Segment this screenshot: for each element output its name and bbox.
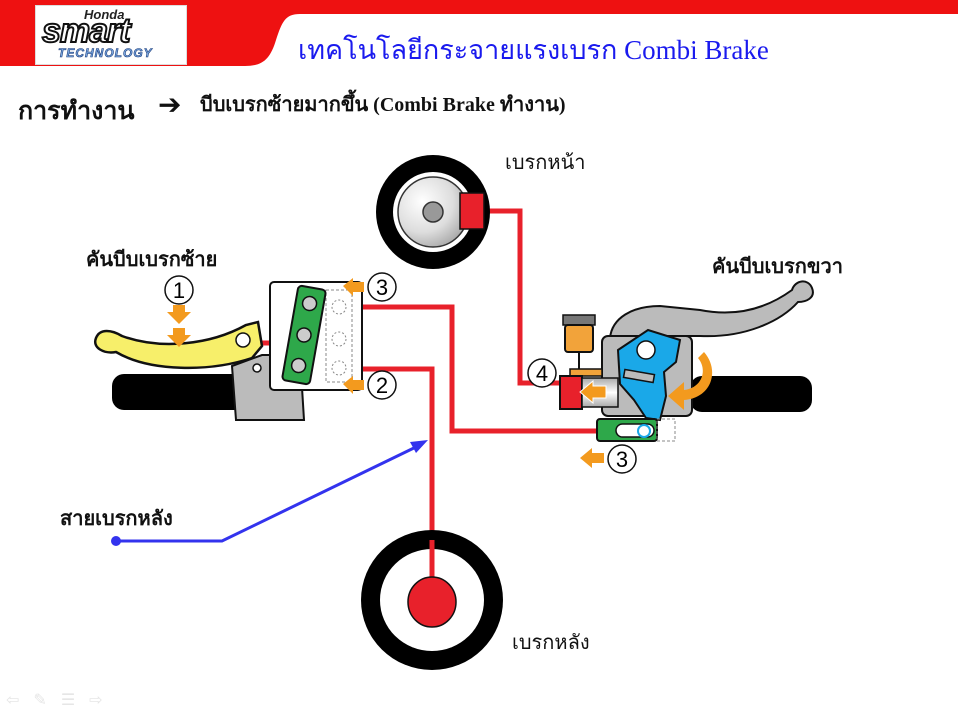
left-arrow-icon [343,376,364,394]
step-1-number: 1 [173,278,185,303]
subtitle-label: การทำงาน [18,98,135,125]
left-arrow-icon [579,379,607,405]
fluid-reservoir [564,324,594,353]
right-grip [690,376,812,412]
left-arrow-icon [580,448,604,468]
left-lever-label: คันบีบเบรกซ้าย [86,249,218,271]
rear-brake-drum [407,576,457,628]
rear-cable-pointer [111,440,428,546]
left-arrow-icon [343,278,364,296]
front-wheel [376,155,490,269]
rear-cable-label: สายเบรกหลัง [60,508,173,530]
step-2: 2 [367,370,397,400]
step-1: 1 [164,275,194,305]
down-arrow-icon [167,305,191,347]
subtitle-text: บีบเบรกซ้ายมากขึ้น (Combi Brake ทำงาน) [200,94,566,116]
logo-tagline: TECHNOLOGY [58,46,153,61]
left-grip [112,374,252,410]
step-2-number: 2 [376,373,388,398]
right-lever-label: คันบีบเบรกขวา [712,256,843,278]
equalizer-plate [281,284,327,386]
master-cylinder [559,375,583,410]
header-banner [0,0,958,66]
step-3-left-number: 3 [376,275,388,300]
rotate-arrow-icon [668,352,713,410]
rear-wheel [361,530,503,670]
front-brake-label: เบรกหน้า [505,152,586,174]
step-3-right-number: 3 [616,447,628,472]
slide-nav: ⇦ ✎ ☰ ⇨ [6,690,103,709]
front-caliper [459,192,485,230]
page-title: เทคโนโลยีกระจายแรงเบรก Combi Brake [298,35,769,65]
logo-word: smart [41,12,132,50]
menu-icon[interactable]: ☰ [60,690,76,709]
right-arrow-icon: ➔ [158,88,182,121]
front-brake-line [482,208,560,386]
step-3-left: 3 [367,272,397,302]
step-3-right: 3 [607,444,637,474]
honda-smart-logo: Honda smart TECHNOLOGY [35,5,187,65]
left-brake-assembly [93,278,364,421]
pen-icon[interactable]: ✎ [33,690,47,709]
step-4: 4 [527,358,557,388]
right-lever [608,280,814,340]
rear-brake-label: เบรกหลัง [512,632,590,654]
step-4-number: 4 [536,361,548,386]
upper-brake-line [318,304,600,434]
next-slide-icon[interactable]: ⇨ [89,690,103,709]
prev-slide-icon[interactable]: ⇦ [6,690,20,709]
fluid-reservoir-cap [562,314,596,326]
logo-brand: Honda [84,7,125,22]
right-brake-assembly [559,280,814,468]
